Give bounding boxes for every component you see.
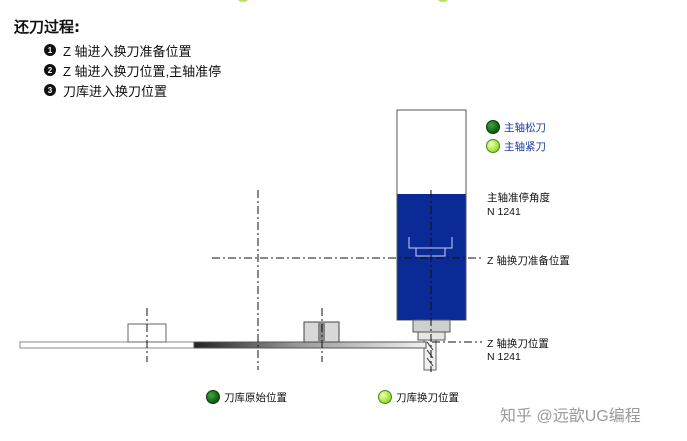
magazine-change-label: 刀库换刀位置 [396,392,459,404]
step-list: 1 Z 轴进入换刀准备位置 2 Z 轴进入换刀位置,主轴准停 3 刀库进入换刀位… [44,40,221,100]
step-number: 3 [44,84,56,96]
spindle-unclamp-label: 主轴松刀 [504,122,546,134]
orient-angle-value: N 1241 [487,206,521,218]
z-change-label: Z 轴换刀位置 [487,338,549,350]
centerlines [146,190,482,372]
diagram-title: 还刀过程: [14,18,80,36]
step-text: Z 轴进入换刀准备位置 [63,43,192,59]
step-number: 1 [44,44,56,56]
z-prepare-label: Z 轴换刀准备位置 [487,255,570,267]
tool-flute [426,341,434,351]
tool-flute [426,349,434,359]
magazine-arm-left [19,341,197,349]
step-item: 1 Z 轴进入换刀准备位置 [44,40,221,60]
spindle-unclamp-lamp [486,120,500,134]
step-number: 2 [44,64,56,76]
step-item: 2 Z 轴进入换刀位置,主轴准停 [44,60,221,80]
magazine-home-label: 刀库原始位置 [224,392,287,404]
step-text: 刀库进入换刀位置 [63,83,168,99]
spindle-clamp-label: 主轴紧刀 [504,141,546,153]
magazine-arm [193,341,427,349]
holder-pocket [408,237,453,249]
magazine-change-lamp [378,390,392,404]
z-change-value: N 1241 [487,351,521,363]
step-text: Z 轴进入换刀位置,主轴准停 [63,63,222,79]
step-item: 3 刀库进入换刀位置 [44,80,221,100]
top-lamp-glow [438,0,448,2]
magazine-home-lamp [206,390,220,404]
orient-angle-label: 主轴准停角度 [487,192,550,204]
cutting-tool [423,339,437,371]
spindle-clamp-lamp [486,139,500,153]
watermark: 知乎 @远歆UG编程 [500,408,641,425]
top-lamp-glow [238,0,248,2]
tool-flute [426,357,434,367]
